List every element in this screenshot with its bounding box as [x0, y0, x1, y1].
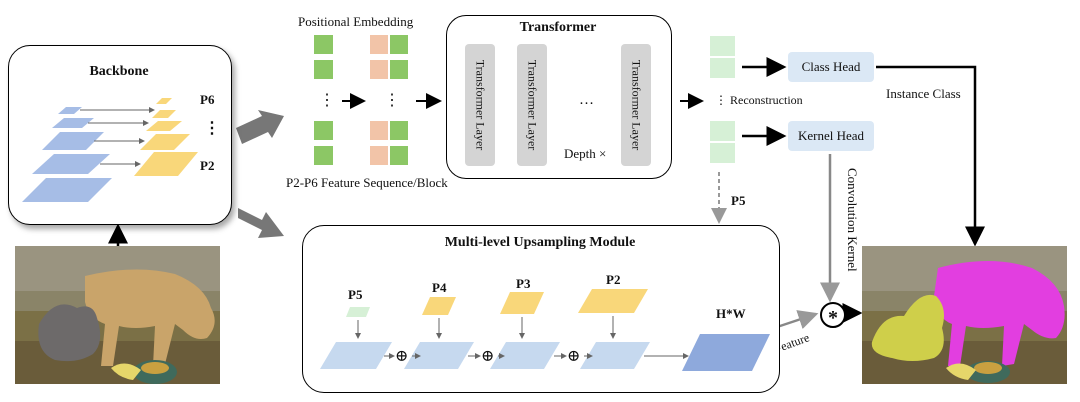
backbone-yellow-level [146, 121, 182, 131]
backbone-blue-level-2 [32, 154, 110, 174]
upsampling-title: Multi-level Upsampling Module [444, 235, 636, 250]
backbone-p2-label: P2 [200, 158, 215, 173]
embed-dots: ⋮ [384, 92, 400, 109]
transformer-layer-1: Transformer Layer [465, 44, 495, 166]
seq-block [314, 35, 333, 54]
sequence-label: P2-P6 Feature Sequence/Block [286, 175, 448, 190]
input-image [15, 246, 220, 384]
class-to-output-line [876, 65, 985, 247]
hw-label: H*W [716, 306, 746, 321]
up-p2-label: P2 [606, 272, 621, 287]
backbone-blue-level-1 [22, 178, 112, 202]
seq-block [390, 60, 408, 79]
reconstruction-label: ⋮ Reconstruction [715, 93, 803, 107]
up-map-1 [320, 342, 392, 369]
pos-embed-block [370, 146, 388, 165]
backbone-p6-label: P6 [200, 92, 215, 107]
class-head: Class Head [788, 52, 874, 82]
pos-embed-block [370, 35, 388, 54]
up-input-p3 [500, 292, 544, 314]
big-arrow-to-upsampling [238, 208, 284, 238]
kernel-head: Kernel Head [788, 121, 874, 151]
transformer-hdots: … [579, 92, 594, 108]
up-p5-label: P5 [348, 287, 363, 302]
positional-embedding-label: Positional Embedding [298, 14, 414, 29]
out-token [710, 143, 735, 163]
backbone-dots: ⋮ [204, 120, 220, 137]
seq-dots: ⋮ [319, 92, 335, 109]
up-p4-label: P4 [432, 280, 447, 295]
transformer-title: Transformer [519, 20, 597, 35]
backbone-yellow-level [152, 110, 176, 118]
backbone-yellow-level [140, 134, 190, 150]
backbone-yellow-p6 [156, 98, 172, 104]
transformer-layer-n: Transformer Layer [621, 44, 651, 166]
big-arrow-to-embedding [236, 110, 284, 144]
up-input-p2 [578, 289, 648, 313]
backbone-blue-level-5 [58, 107, 82, 114]
instance-class-label: Instance Class [886, 86, 961, 101]
seq-block [314, 146, 333, 165]
up-input-p5 [346, 307, 370, 317]
transformer-layer-2: Transformer Layer [517, 44, 547, 166]
out-token [710, 36, 735, 56]
output-image [862, 246, 1067, 384]
pos-embed-block [370, 121, 388, 140]
seq-block [314, 60, 333, 79]
cat-mask [871, 294, 944, 361]
seq-block [390, 35, 408, 54]
p5-dashed-label: P5 [731, 193, 746, 208]
dog-mask [934, 261, 1065, 366]
up-map-2 [404, 342, 474, 369]
out-token [710, 58, 735, 78]
up-input-p4 [422, 297, 456, 315]
up-p3-label: P3 [516, 276, 531, 291]
seq-block [314, 121, 333, 140]
backbone-blue-level-4 [52, 118, 94, 128]
plus-op-3: ⊕ [567, 348, 581, 365]
plus-op-2: ⊕ [481, 348, 495, 365]
depth-label: Depth × [564, 146, 607, 161]
backbone-yellow-p2 [134, 152, 198, 176]
up-map-3 [490, 342, 560, 369]
hw-map [682, 334, 770, 371]
seq-block [390, 121, 408, 140]
backbone-blue-level-3 [42, 132, 104, 150]
backbone-title: Backbone [89, 64, 149, 79]
plus-op-1: ⊕ [395, 348, 409, 365]
up-map-4 [580, 342, 650, 369]
pos-embed-block [370, 60, 388, 79]
convolution-operator: * [820, 302, 846, 328]
out-token [710, 121, 735, 141]
seq-block [390, 146, 408, 165]
